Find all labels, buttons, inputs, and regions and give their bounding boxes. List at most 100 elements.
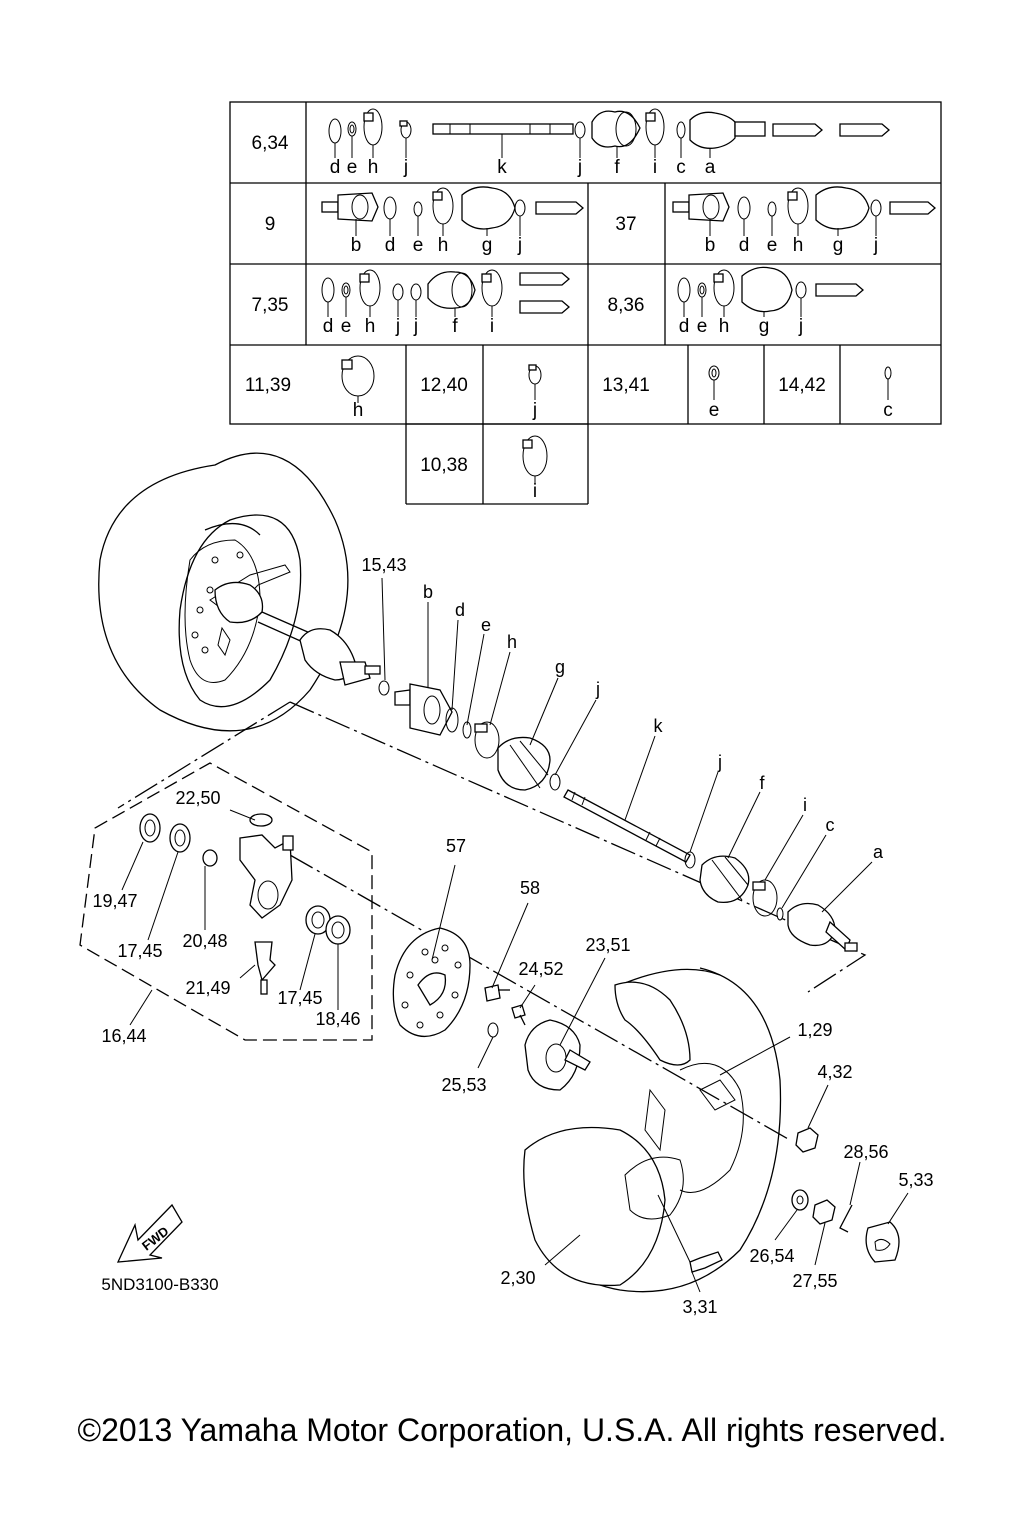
row1-letter-i: i — [653, 157, 657, 178]
row2r-letter-j: j — [873, 235, 878, 256]
row2r-letter-g: g — [833, 235, 844, 256]
callout-17-45b: 17,45 — [277, 988, 322, 1008]
callout-15-43: 15,43 — [361, 555, 406, 575]
callout-j: j — [595, 679, 600, 699]
callout-19-47: 19,47 — [92, 891, 137, 911]
row3r-letter-g: g — [759, 316, 770, 337]
row2-letter-j: j — [517, 235, 522, 256]
axle-shaft-icon — [563, 789, 691, 863]
callout-4-32: 4,32 — [817, 1062, 852, 1082]
table-ref-10-38: 10,38 — [420, 455, 468, 476]
callout-i: i — [803, 795, 807, 815]
callout-5-33: 5,33 — [898, 1170, 933, 1190]
boot-icon — [699, 855, 750, 904]
row1-letter-j: j — [403, 157, 408, 178]
row3r-letter-d: d — [679, 316, 690, 337]
row3-left-parts-icons — [321, 269, 570, 317]
row3-letter-h: h — [365, 316, 376, 337]
row2r-letter-d: d — [739, 235, 750, 256]
joint-icon — [378, 680, 472, 739]
nut-icon — [795, 1127, 819, 1153]
parts-table: 6,34 d e h j k j — [229, 101, 942, 505]
row1-letter-h: h — [368, 157, 379, 178]
callout-25-53: 25,53 — [441, 1075, 486, 1095]
callout-22-50: 22,50 — [175, 788, 220, 808]
fwd-arrow-icon: FWD — [116, 1203, 183, 1263]
row3-letter-j2: j — [413, 316, 418, 337]
row2-letter-d: d — [385, 235, 396, 256]
row3-letter-d: d — [323, 316, 334, 337]
row3-letter-i: i — [490, 316, 494, 337]
bolt-icon — [484, 984, 510, 1002]
callout-23-51: 23,51 — [585, 935, 630, 955]
callout-3-31: 3,31 — [682, 1297, 717, 1317]
hub-icon — [524, 1019, 591, 1091]
washer-icon — [791, 1189, 809, 1211]
row5-letter-i: i — [533, 481, 537, 502]
brake-disc-icon — [392, 927, 471, 1037]
row4-letter-c: c — [883, 400, 893, 421]
row3-right-parts-icons — [677, 266, 864, 317]
table-ref-12-40: 12,40 — [420, 375, 468, 396]
clamp-icon — [528, 364, 542, 400]
row2-letter-h: h — [438, 235, 449, 256]
row3r-letter-e: e — [697, 316, 708, 337]
clamp-icon — [549, 773, 561, 791]
row1-letter-c: c — [676, 157, 686, 178]
row3r-letter-j: j — [798, 316, 803, 337]
joint-icon — [787, 902, 858, 952]
bearing-icon — [305, 905, 351, 945]
callout-28-56: 28,56 — [843, 1142, 888, 1162]
knuckle-icon — [239, 813, 294, 995]
callout-b: b — [423, 582, 433, 602]
row1-letter-j2: j — [577, 157, 582, 178]
table-ref-13-41: 13,41 — [602, 375, 650, 396]
row1-parts-icons — [328, 108, 890, 158]
row1-letter-f: f — [614, 157, 620, 178]
row2-letter-g: g — [482, 235, 493, 256]
row1-letter-d: d — [330, 157, 341, 178]
row2r-letter-e: e — [767, 235, 778, 256]
callout-21-49: 21,49 — [185, 978, 230, 998]
row4-letter-j: j — [532, 400, 537, 421]
callout-c: c — [826, 815, 835, 835]
table-ref-11-39: 11,39 — [245, 375, 291, 396]
callout-17-45a: 17,45 — [117, 941, 162, 961]
row2-right-parts-icons — [672, 186, 936, 236]
row3r-letter-h: h — [719, 316, 730, 337]
axle-shaft-icon — [257, 611, 381, 686]
cotter-pin-icon — [839, 1204, 853, 1233]
callout-20-48: 20,48 — [182, 931, 227, 951]
clamp-icon — [522, 435, 548, 484]
callout-g: g — [555, 657, 565, 677]
row4-letter-h: h — [353, 400, 364, 421]
row3-letter-j: j — [395, 316, 400, 337]
copyright-notice: ©2013 Yamaha Motor Corporation, U.S.A. A… — [77, 1412, 947, 1448]
callout-27-55: 27,55 — [792, 1271, 837, 1291]
callout-24-52: 24,52 — [518, 959, 563, 979]
table-ref-8-36: 8,36 — [608, 295, 645, 316]
wheel-icon — [98, 452, 349, 732]
row2-letter-b: b — [351, 235, 362, 256]
callout-18-46: 18,46 — [315, 1009, 360, 1029]
row1-letter-e: e — [347, 157, 358, 178]
callout-e: e — [481, 615, 491, 635]
circlip-icon — [884, 366, 892, 400]
wheel-icon — [523, 967, 782, 1293]
callout-f: f — [759, 773, 765, 793]
row1-letter-k: k — [497, 157, 507, 178]
callout-16-44: 16,44 — [101, 1026, 146, 1046]
table-ref-37: 37 — [615, 214, 636, 235]
clamp-icon — [474, 721, 500, 759]
callout-57: 57 — [446, 836, 466, 856]
callout-58: 58 — [520, 878, 540, 898]
table-ref-14-42: 14,42 — [778, 375, 826, 396]
row4-letter-e: e — [709, 400, 720, 421]
table-ref-6-34: 6,34 — [252, 133, 289, 154]
front-wheel-parts-diagram: 6,34 d e h j k j — [79, 101, 942, 1317]
row3-letter-e: e — [341, 316, 352, 337]
callout-2-30: 2,30 — [500, 1268, 535, 1288]
table-ref-7-35: 7,35 — [252, 295, 289, 316]
o-ring-icon — [487, 1022, 499, 1038]
boot-icon — [497, 736, 551, 791]
